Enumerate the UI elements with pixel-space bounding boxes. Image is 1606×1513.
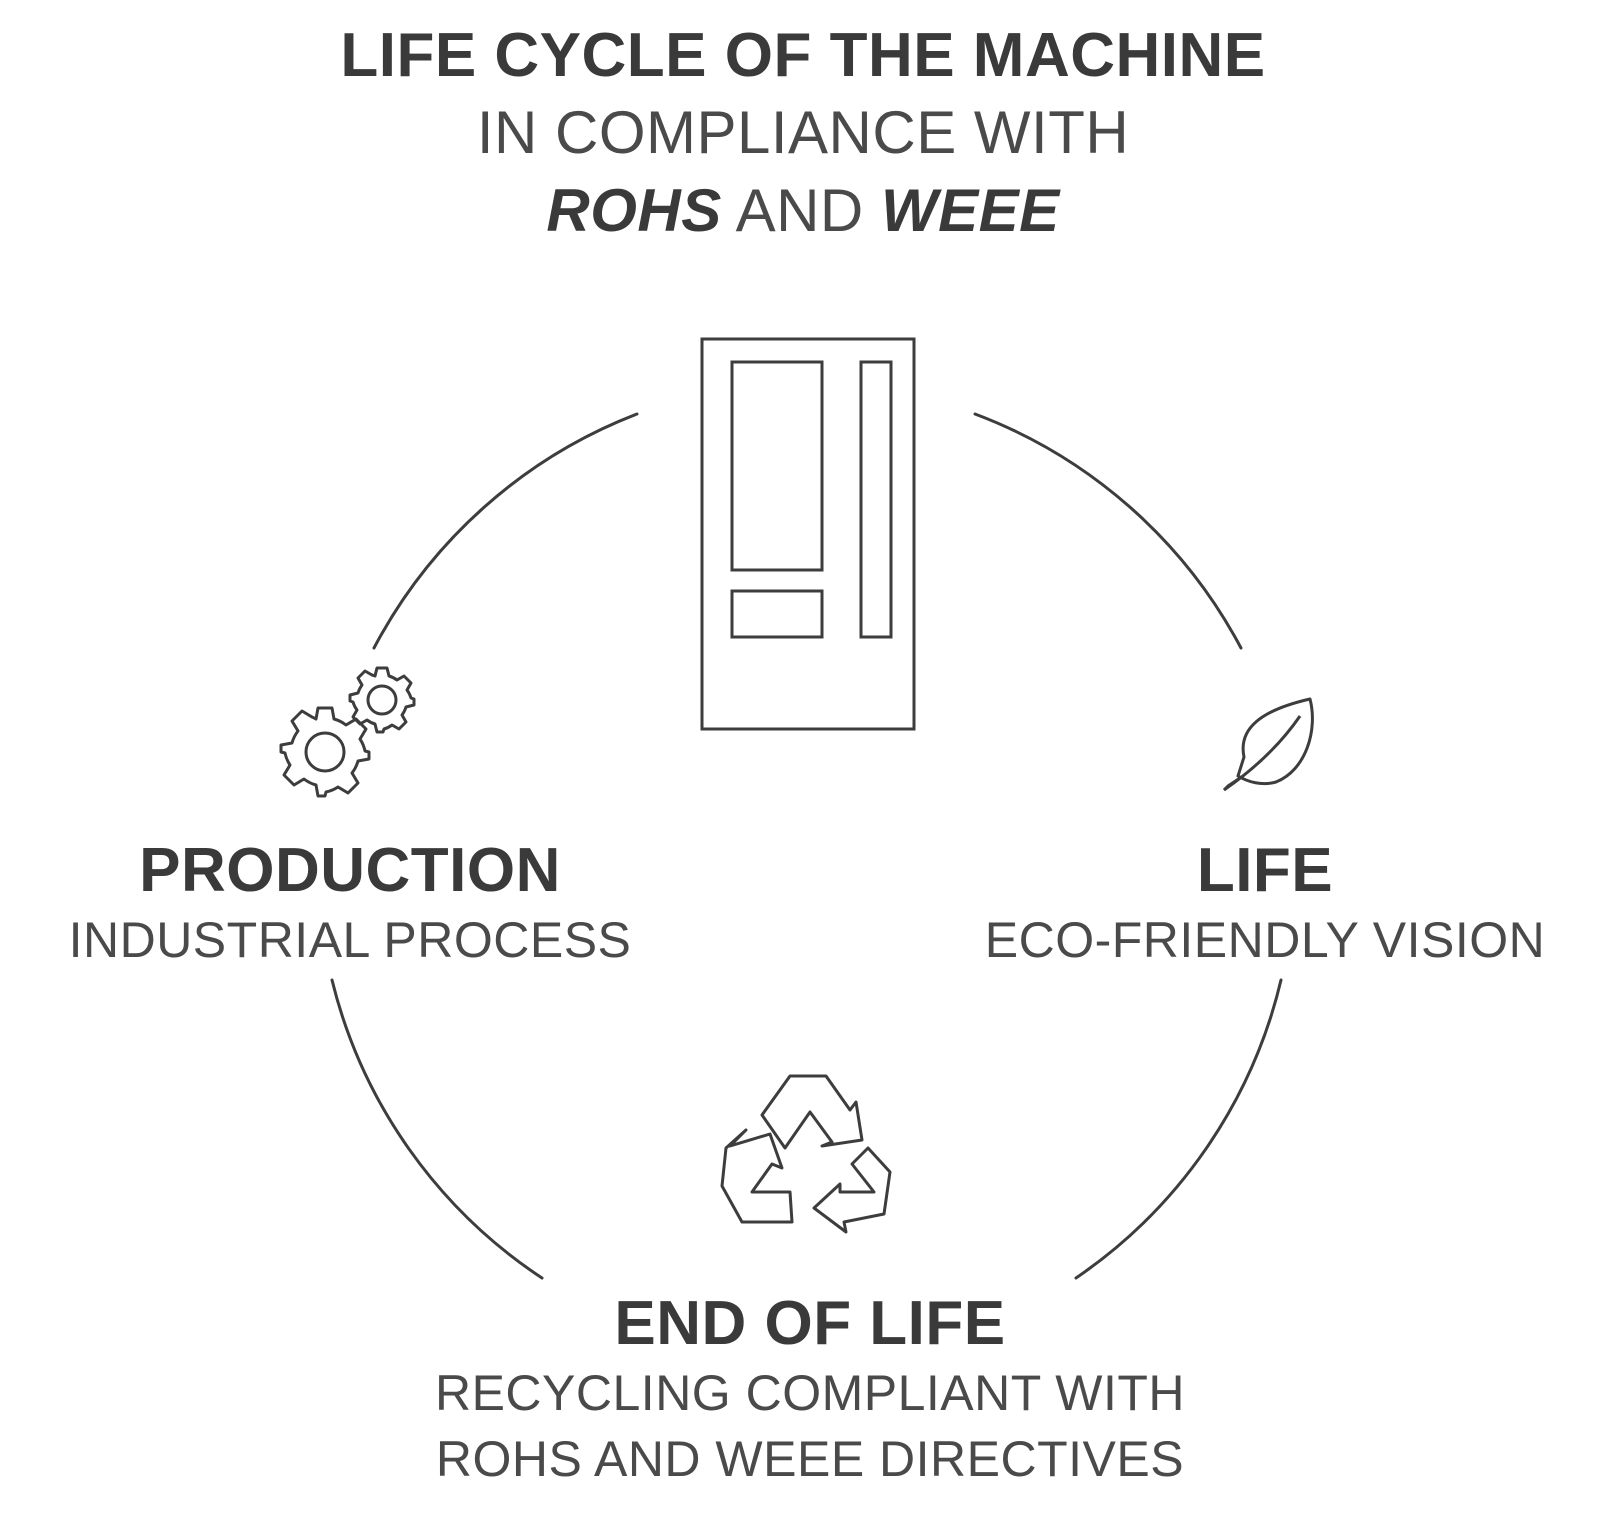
cycle-arc-top-left bbox=[372, 412, 639, 650]
diagram-directives-line: ROHS AND WEEE bbox=[0, 172, 1606, 250]
end-of-life-description-line1: RECYCLING COMPLIANT WITH bbox=[434, 1365, 1186, 1421]
life-stage-label: LIFE ECO-FRIENDLY VISION bbox=[980, 835, 1550, 973]
production-description: INDUSTRIAL PROCESS bbox=[68, 912, 632, 968]
diagram-title: LIFE CYCLE OF THE MACHINE bbox=[340, 21, 1266, 90]
end-of-life-description-line2: ROHS AND WEEE DIRECTIVES bbox=[435, 1431, 1185, 1487]
cycle-arc-bottom-right bbox=[1074, 978, 1283, 1280]
life-heading: LIFE bbox=[1196, 836, 1334, 905]
cycle-arc-top-right bbox=[973, 412, 1243, 650]
cycle-ring bbox=[330, 412, 1283, 1280]
rohs-label: ROHS bbox=[546, 177, 722, 244]
diagram-subtitle: IN COMPLIANCE WITH bbox=[476, 99, 1130, 166]
production-heading: PRODUCTION bbox=[139, 836, 561, 905]
end-of-life-heading: END OF LIFE bbox=[614, 1289, 1006, 1358]
life-description: ECO-FRIENDLY VISION bbox=[984, 912, 1546, 968]
end-of-life-stage-label: END OF LIFE RECYCLING COMPLIANT WITH ROH… bbox=[410, 1288, 1210, 1492]
gears-icon bbox=[279, 666, 416, 798]
and-connector: AND bbox=[721, 177, 881, 244]
production-stage-label: PRODUCTION INDUSTRIAL PROCESS bbox=[60, 835, 640, 973]
weee-label: WEEE bbox=[880, 177, 1060, 244]
vending-machine-icon bbox=[700, 337, 916, 731]
recycle-icon bbox=[720, 1074, 892, 1234]
cycle-arc-bottom-left bbox=[330, 978, 544, 1280]
leaf-icon bbox=[1222, 697, 1314, 792]
diagram-header: LIFE CYCLE OF THE MACHINE IN COMPLIANCE … bbox=[0, 18, 1606, 250]
